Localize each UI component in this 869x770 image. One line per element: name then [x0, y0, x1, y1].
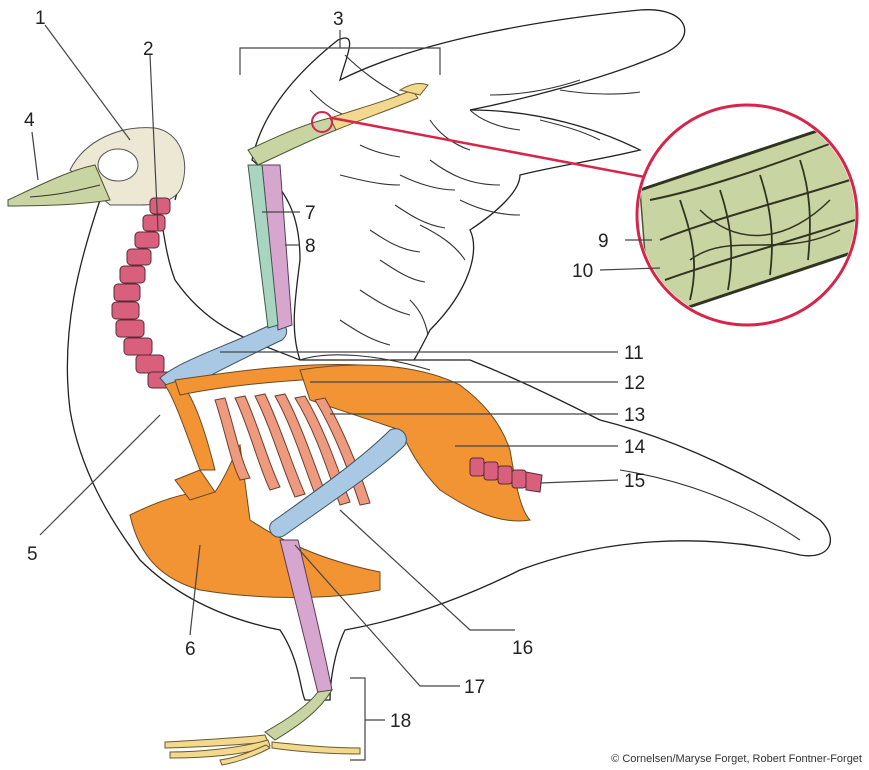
- label-5: 5: [27, 544, 38, 565]
- toes: [165, 735, 360, 765]
- copyright-credit: © Cornelsen/Maryse Forget, Robert Fontne…: [611, 753, 862, 765]
- label-8: 8: [305, 236, 316, 257]
- leader-4: [32, 132, 38, 180]
- vertebra: [116, 320, 144, 337]
- eye-socket: [98, 149, 138, 181]
- label-18: 18: [390, 711, 411, 732]
- label-7: 7: [305, 203, 316, 224]
- vertebra: [135, 232, 159, 248]
- label-11: 11: [624, 343, 644, 364]
- vertebra: [112, 302, 139, 319]
- label-12: 12: [624, 373, 645, 394]
- label-6: 6: [185, 639, 196, 660]
- label-2: 2: [143, 39, 154, 60]
- label-3: 3: [333, 9, 344, 30]
- feather-line: [560, 90, 640, 94]
- pygostyle: [526, 472, 542, 492]
- vertebra: [124, 338, 152, 355]
- label-15: 15: [624, 471, 645, 492]
- vertebra: [136, 355, 164, 373]
- vertebra: [150, 198, 170, 214]
- label-13: 13: [624, 405, 645, 426]
- wing: [252, 10, 685, 385]
- label-16: 16: [512, 638, 533, 659]
- leader-1: [45, 25, 130, 140]
- tarsometatarsus: [265, 690, 332, 740]
- label-14: 14: [624, 437, 646, 458]
- label-10: 10: [572, 261, 593, 282]
- label-9: 9: [598, 231, 609, 252]
- label-17: 17: [464, 677, 485, 698]
- label-1: 1: [35, 8, 46, 29]
- vertebra: [143, 215, 165, 231]
- vertebra: [127, 249, 151, 265]
- vertebra: [114, 284, 140, 301]
- skull: [8, 128, 185, 206]
- beak: [8, 165, 110, 206]
- vertebra: [120, 266, 145, 283]
- wing-outline: [252, 10, 685, 385]
- label-4: 4: [24, 110, 35, 131]
